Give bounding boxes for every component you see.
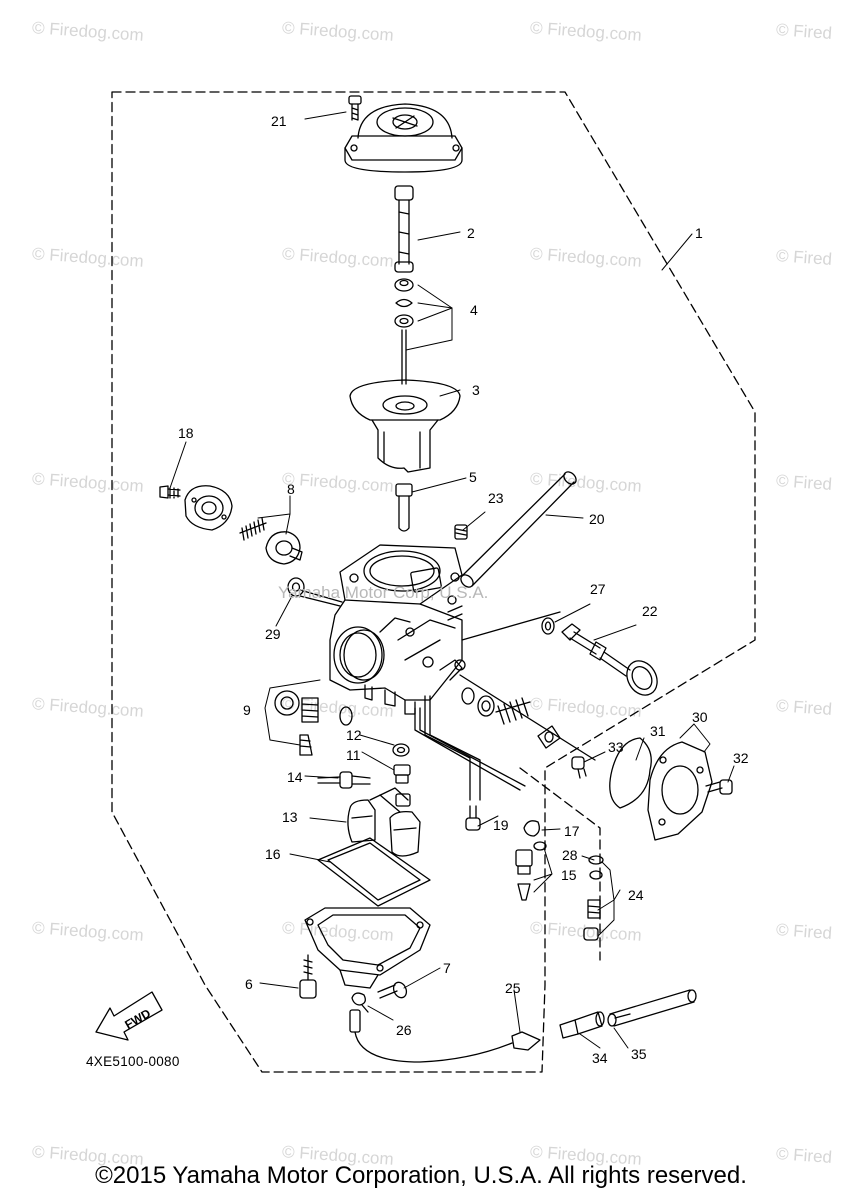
callout-14: 14: [287, 769, 303, 785]
callout-26: 26: [396, 1022, 412, 1038]
callout-21: 21: [271, 113, 287, 129]
part-2-spring: [394, 185, 414, 273]
fwd-arrow-icon: [95, 991, 163, 1041]
part-8-coasting-enricher: [239, 517, 303, 565]
copyright-notice: ©2015 Yamaha Motor Corporation, U.S.A. A…: [95, 1162, 747, 1189]
part-20-vent-tube: [460, 471, 577, 588]
part-28-o-ring: [588, 855, 604, 880]
assembly-boundary: [111, 91, 756, 1073]
part-14-screw: [317, 771, 371, 789]
part-9-pilot-screw-set: [274, 690, 353, 756]
callout-5: 5: [469, 469, 477, 485]
part-35-hose: [607, 989, 697, 1027]
part-6-screw: [299, 954, 317, 999]
part-3-diaphragm-piston: [349, 379, 461, 473]
callout-13: 13: [282, 809, 298, 825]
callout-8: 8: [287, 481, 295, 497]
part-13-float: [347, 787, 421, 857]
callout-24: 24: [628, 887, 644, 903]
callout-34: 34: [592, 1050, 608, 1066]
part-32-screw: [705, 779, 733, 795]
callout-12: 12: [346, 727, 362, 743]
callout-30: 30: [692, 709, 708, 725]
callout-31: 31: [650, 723, 666, 739]
center-watermark: Yamaha Motor Corp, U.S.A.: [278, 583, 489, 602]
callout-17: 17: [564, 823, 580, 839]
float-bowl: [304, 907, 431, 989]
part-11-jet: [393, 764, 411, 784]
part-22-starter-plunger: [561, 623, 658, 696]
callout-16: 16: [265, 846, 281, 862]
part-17-cap: [523, 820, 540, 837]
callout-28: 28: [562, 847, 578, 863]
part-23-screw: [454, 524, 468, 540]
callout-23: 23: [488, 490, 504, 506]
part-15-jet-set: [515, 841, 547, 901]
part-25-drain-hose: [349, 1009, 541, 1063]
part-21-screw: [348, 95, 362, 121]
part-26-clamp: [351, 992, 369, 1013]
part-7-drain-screw: [377, 981, 408, 999]
callout-2: 2: [467, 225, 475, 241]
callout-20: 20: [589, 511, 605, 527]
part-12-washer: [392, 743, 410, 757]
part-33-screw: [571, 756, 587, 779]
leader-lines: [169, 111, 735, 1049]
callout-15: 15: [561, 867, 577, 883]
callout-25: 25: [505, 980, 521, 996]
callout-19: 19: [493, 817, 509, 833]
part-27-o-ring: [541, 617, 555, 635]
callout-1: 1: [695, 225, 703, 241]
part-29-o-ring: [287, 577, 305, 597]
callout-22: 22: [642, 603, 658, 619]
callout-18: 18: [178, 425, 194, 441]
callout-7: 7: [443, 960, 451, 976]
part-5-needle-jet: [395, 483, 413, 532]
starter-jet-set: [461, 687, 561, 749]
callout-4: 4: [470, 302, 478, 318]
callout-6: 6: [245, 976, 253, 992]
part-24-screw-set: [583, 899, 601, 941]
part-31-gasket: [609, 737, 652, 809]
part-19-screw: [465, 805, 481, 831]
callout-33: 33: [608, 739, 624, 755]
part-16-gasket: [317, 837, 431, 907]
callout-27: 27: [590, 581, 606, 597]
carburetor-top-cover: [344, 103, 463, 173]
part-34-fitting: [559, 1011, 605, 1039]
callout-35: 35: [631, 1046, 647, 1062]
callout-11: 11: [346, 747, 361, 763]
carburetor-body: [299, 544, 526, 801]
diagram-code: 4XE5100-0080: [86, 1054, 180, 1069]
callout-3: 3: [472, 382, 480, 398]
part-4-needle-set: [394, 278, 414, 385]
callout-9: 9: [243, 702, 251, 718]
part-18-cover: [159, 485, 233, 531]
callout-29: 29: [265, 626, 281, 642]
callout-32: 32: [733, 750, 749, 766]
part-30-cover: [647, 741, 713, 841]
